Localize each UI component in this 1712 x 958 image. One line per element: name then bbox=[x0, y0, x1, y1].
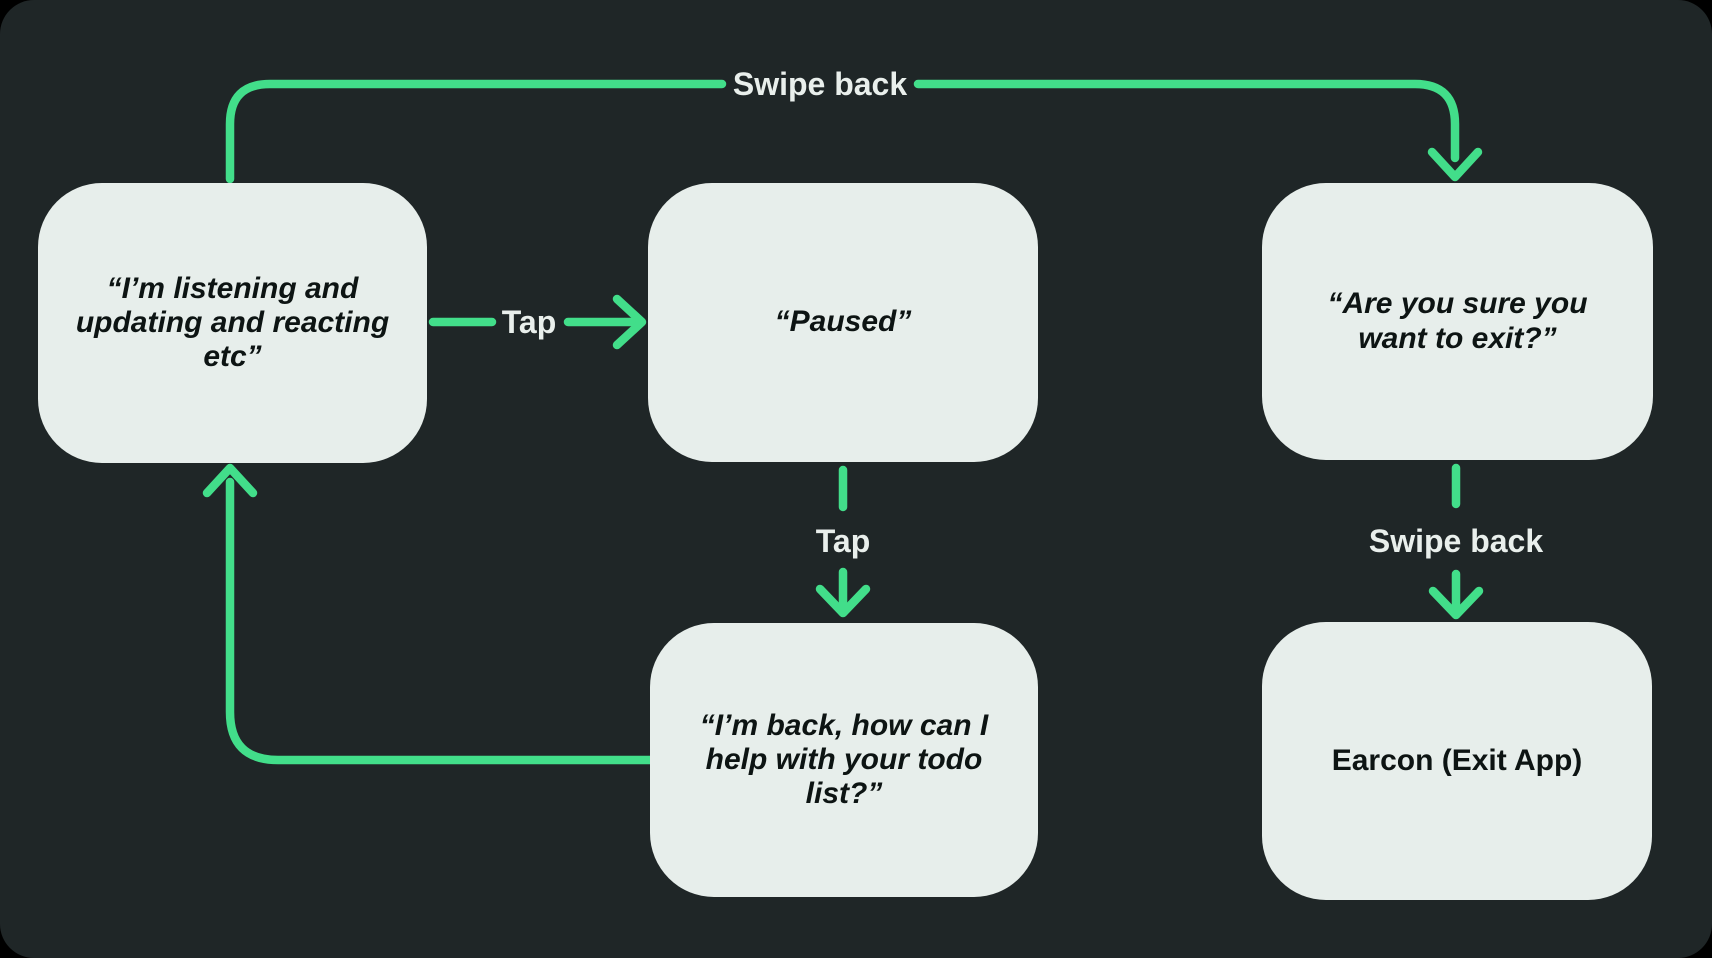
node-confirm-exit-state: “Are you sure you want to exit?” bbox=[1262, 183, 1653, 460]
arrowhead-down-icon bbox=[1428, 586, 1484, 620]
node-text: “Are you sure you want to exit?” bbox=[1327, 287, 1588, 355]
node-text: Earcon (Exit App) bbox=[1331, 743, 1583, 777]
node-text: “Paused” bbox=[774, 305, 912, 339]
edge-return-loop bbox=[225, 477, 655, 765]
arrowhead-up-icon bbox=[202, 463, 258, 498]
edge-label-tap-right: Tap bbox=[501, 304, 557, 340]
node-earcon-exit-app: Earcon (Exit App) bbox=[1262, 622, 1652, 900]
edge-label-swipe-back-top: Swipe back bbox=[732, 66, 908, 102]
edge-swipe-back-top-left-segment bbox=[225, 79, 727, 184]
edge-swipe-back-top-right-segment bbox=[913, 79, 1460, 163]
node-back-state: “I’m back, how can I help with your todo… bbox=[650, 623, 1038, 897]
arrowhead-down-icon bbox=[815, 584, 871, 618]
edge-label-tap-down: Tap bbox=[815, 523, 871, 559]
node-text: “I’m listening and updating and reacting… bbox=[75, 271, 390, 374]
edge-label-swipe-back-down: Swipe back bbox=[1368, 523, 1544, 559]
node-paused-state: “Paused” bbox=[648, 183, 1038, 462]
node-listening-state: “I’m listening and updating and reacting… bbox=[38, 183, 427, 463]
node-text: “I’m back, how can I help with your todo… bbox=[699, 708, 989, 811]
arrowhead-down-icon bbox=[1427, 147, 1483, 182]
arrowhead-right-icon bbox=[612, 294, 647, 350]
